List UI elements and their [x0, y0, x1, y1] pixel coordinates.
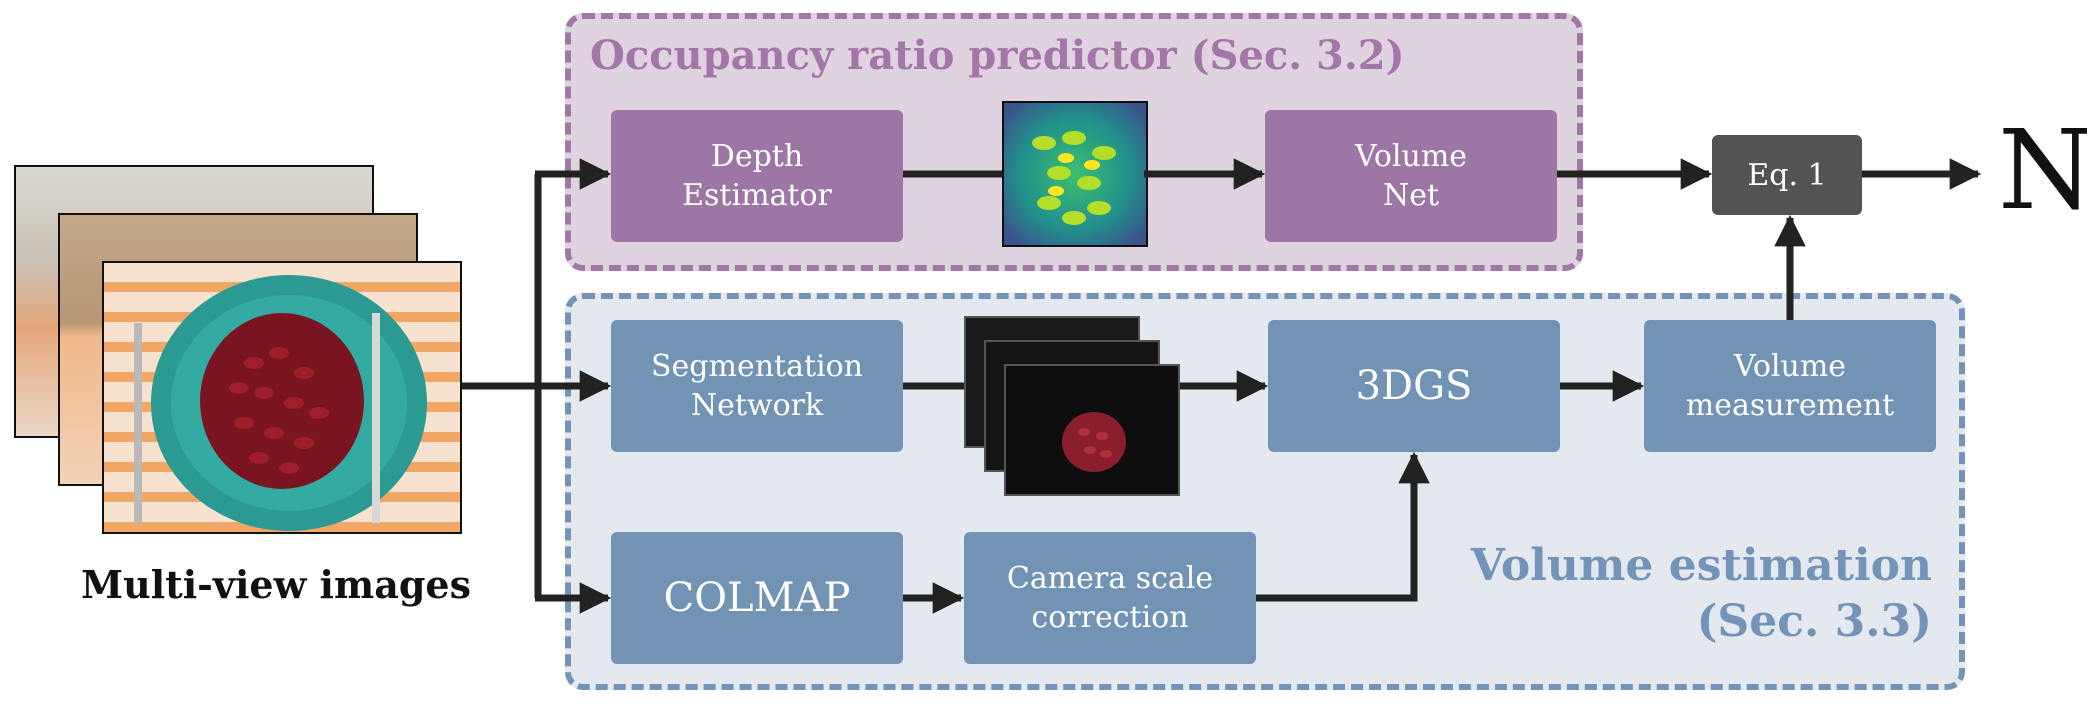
camera-scale-correction-box: Camera scale correction	[964, 532, 1256, 664]
input-view-image-1	[102, 261, 462, 534]
depth-estimator-line1: Depth	[710, 139, 804, 174]
segmentation-line1: Segmentation	[650, 349, 863, 384]
occupancy-group-title: Occupancy ratio predictor (Sec. 3.2)	[590, 32, 1405, 79]
multi-view-images-caption: Multi-view images	[81, 562, 471, 607]
segmentation-line2: Network	[690, 388, 824, 423]
volume-group-title-line2: (Sec. 3.3)	[1696, 596, 1932, 647]
volume-net-line2: Net	[1382, 178, 1440, 213]
depth-estimator-box: Depth Estimator	[611, 110, 903, 242]
volume-measurement-line2: measurement	[1685, 388, 1895, 423]
volume-net-box: Volume Net	[1265, 110, 1557, 242]
segmentation-mask-3	[1004, 364, 1180, 496]
volume-net-line1: Volume	[1354, 139, 1468, 174]
output-n-label: N	[1998, 106, 2087, 234]
volume-group-title: Volume estimation (Sec. 3.3)	[1471, 538, 1932, 650]
volume-measurement-box: Volume measurement	[1644, 320, 1936, 452]
3dgs-box: 3DGS	[1268, 320, 1560, 452]
camera-scale-line2: correction	[1031, 600, 1189, 635]
bean-plate-illustration	[134, 275, 427, 531]
volume-measurement-line1: Volume	[1733, 349, 1847, 384]
depth-map-thumbnail	[1002, 101, 1148, 247]
volume-group-title-line1: Volume estimation	[1470, 540, 1932, 591]
eq1-box: Eq. 1	[1712, 135, 1862, 215]
segmentation-network-box: Segmentation Network	[611, 320, 903, 452]
masked-beans-illustration	[1062, 412, 1126, 472]
depth-estimator-line2: Estimator	[682, 178, 832, 213]
colmap-box: COLMAP	[611, 532, 903, 664]
camera-scale-line1: Camera scale	[1006, 561, 1214, 596]
